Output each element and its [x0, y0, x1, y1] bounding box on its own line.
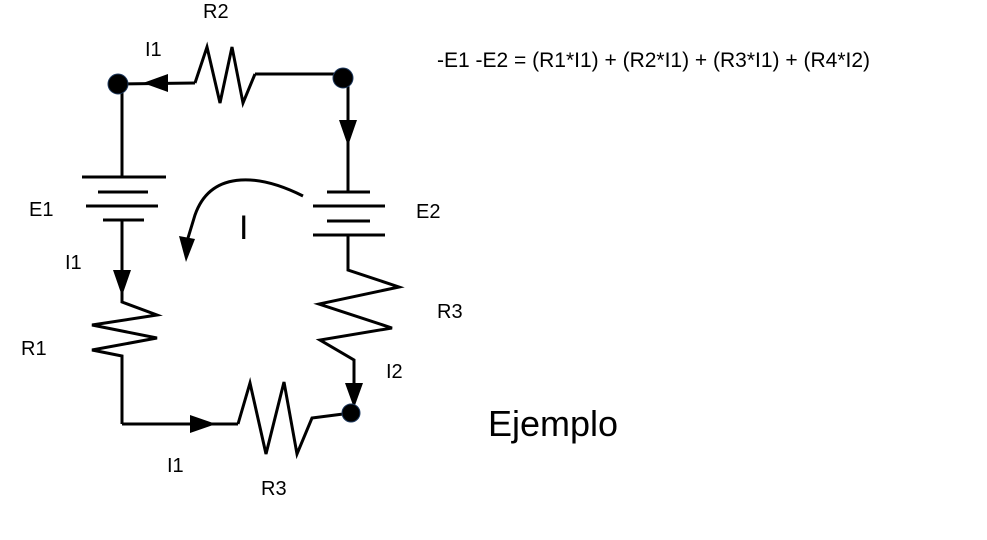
battery-e2 [313, 190, 385, 237]
label-i1-top: I1 [145, 39, 162, 61]
battery-e1 [82, 175, 166, 222]
right-branch [313, 78, 405, 408]
top-current-arrow [143, 74, 168, 92]
right-current-arrow-bottom [345, 383, 363, 408]
label-i1-bottom: I1 [167, 455, 184, 477]
bottom-branch [122, 377, 352, 460]
node-bottom-right [341, 403, 361, 423]
resistor-r1 [91, 296, 163, 424]
left-branch [82, 84, 166, 424]
label-r1: R1 [21, 338, 47, 360]
loop-arrow-head [179, 236, 195, 262]
example-title: Ejemplo [488, 403, 618, 444]
node-top-right [332, 67, 354, 89]
kvl-equation: -E1 -E2 = (R1*I1) + (R2*I1) + (R3*I1) + … [437, 49, 870, 72]
label-i1-left: I1 [65, 252, 82, 274]
top-branch [117, 41, 343, 109]
label-e2: E2 [416, 201, 440, 223]
node-top-left [107, 73, 129, 95]
resistor-top [193, 41, 257, 109]
label-i2: I2 [386, 361, 403, 383]
label-r3-right: R3 [437, 301, 463, 323]
left-current-arrow [113, 270, 131, 296]
label-e1: E1 [29, 199, 53, 221]
label-r2-top: R2 [203, 1, 229, 23]
resistor-bottom [236, 377, 352, 460]
label-r3-bottom: R3 [261, 478, 287, 500]
bottom-current-arrow [190, 415, 216, 433]
resistor-right [313, 235, 405, 392]
loop-current-label: I [239, 209, 248, 247]
loop-current-indicator [179, 178, 304, 262]
right-current-arrow-top [339, 120, 357, 146]
loop-arc [186, 178, 304, 239]
